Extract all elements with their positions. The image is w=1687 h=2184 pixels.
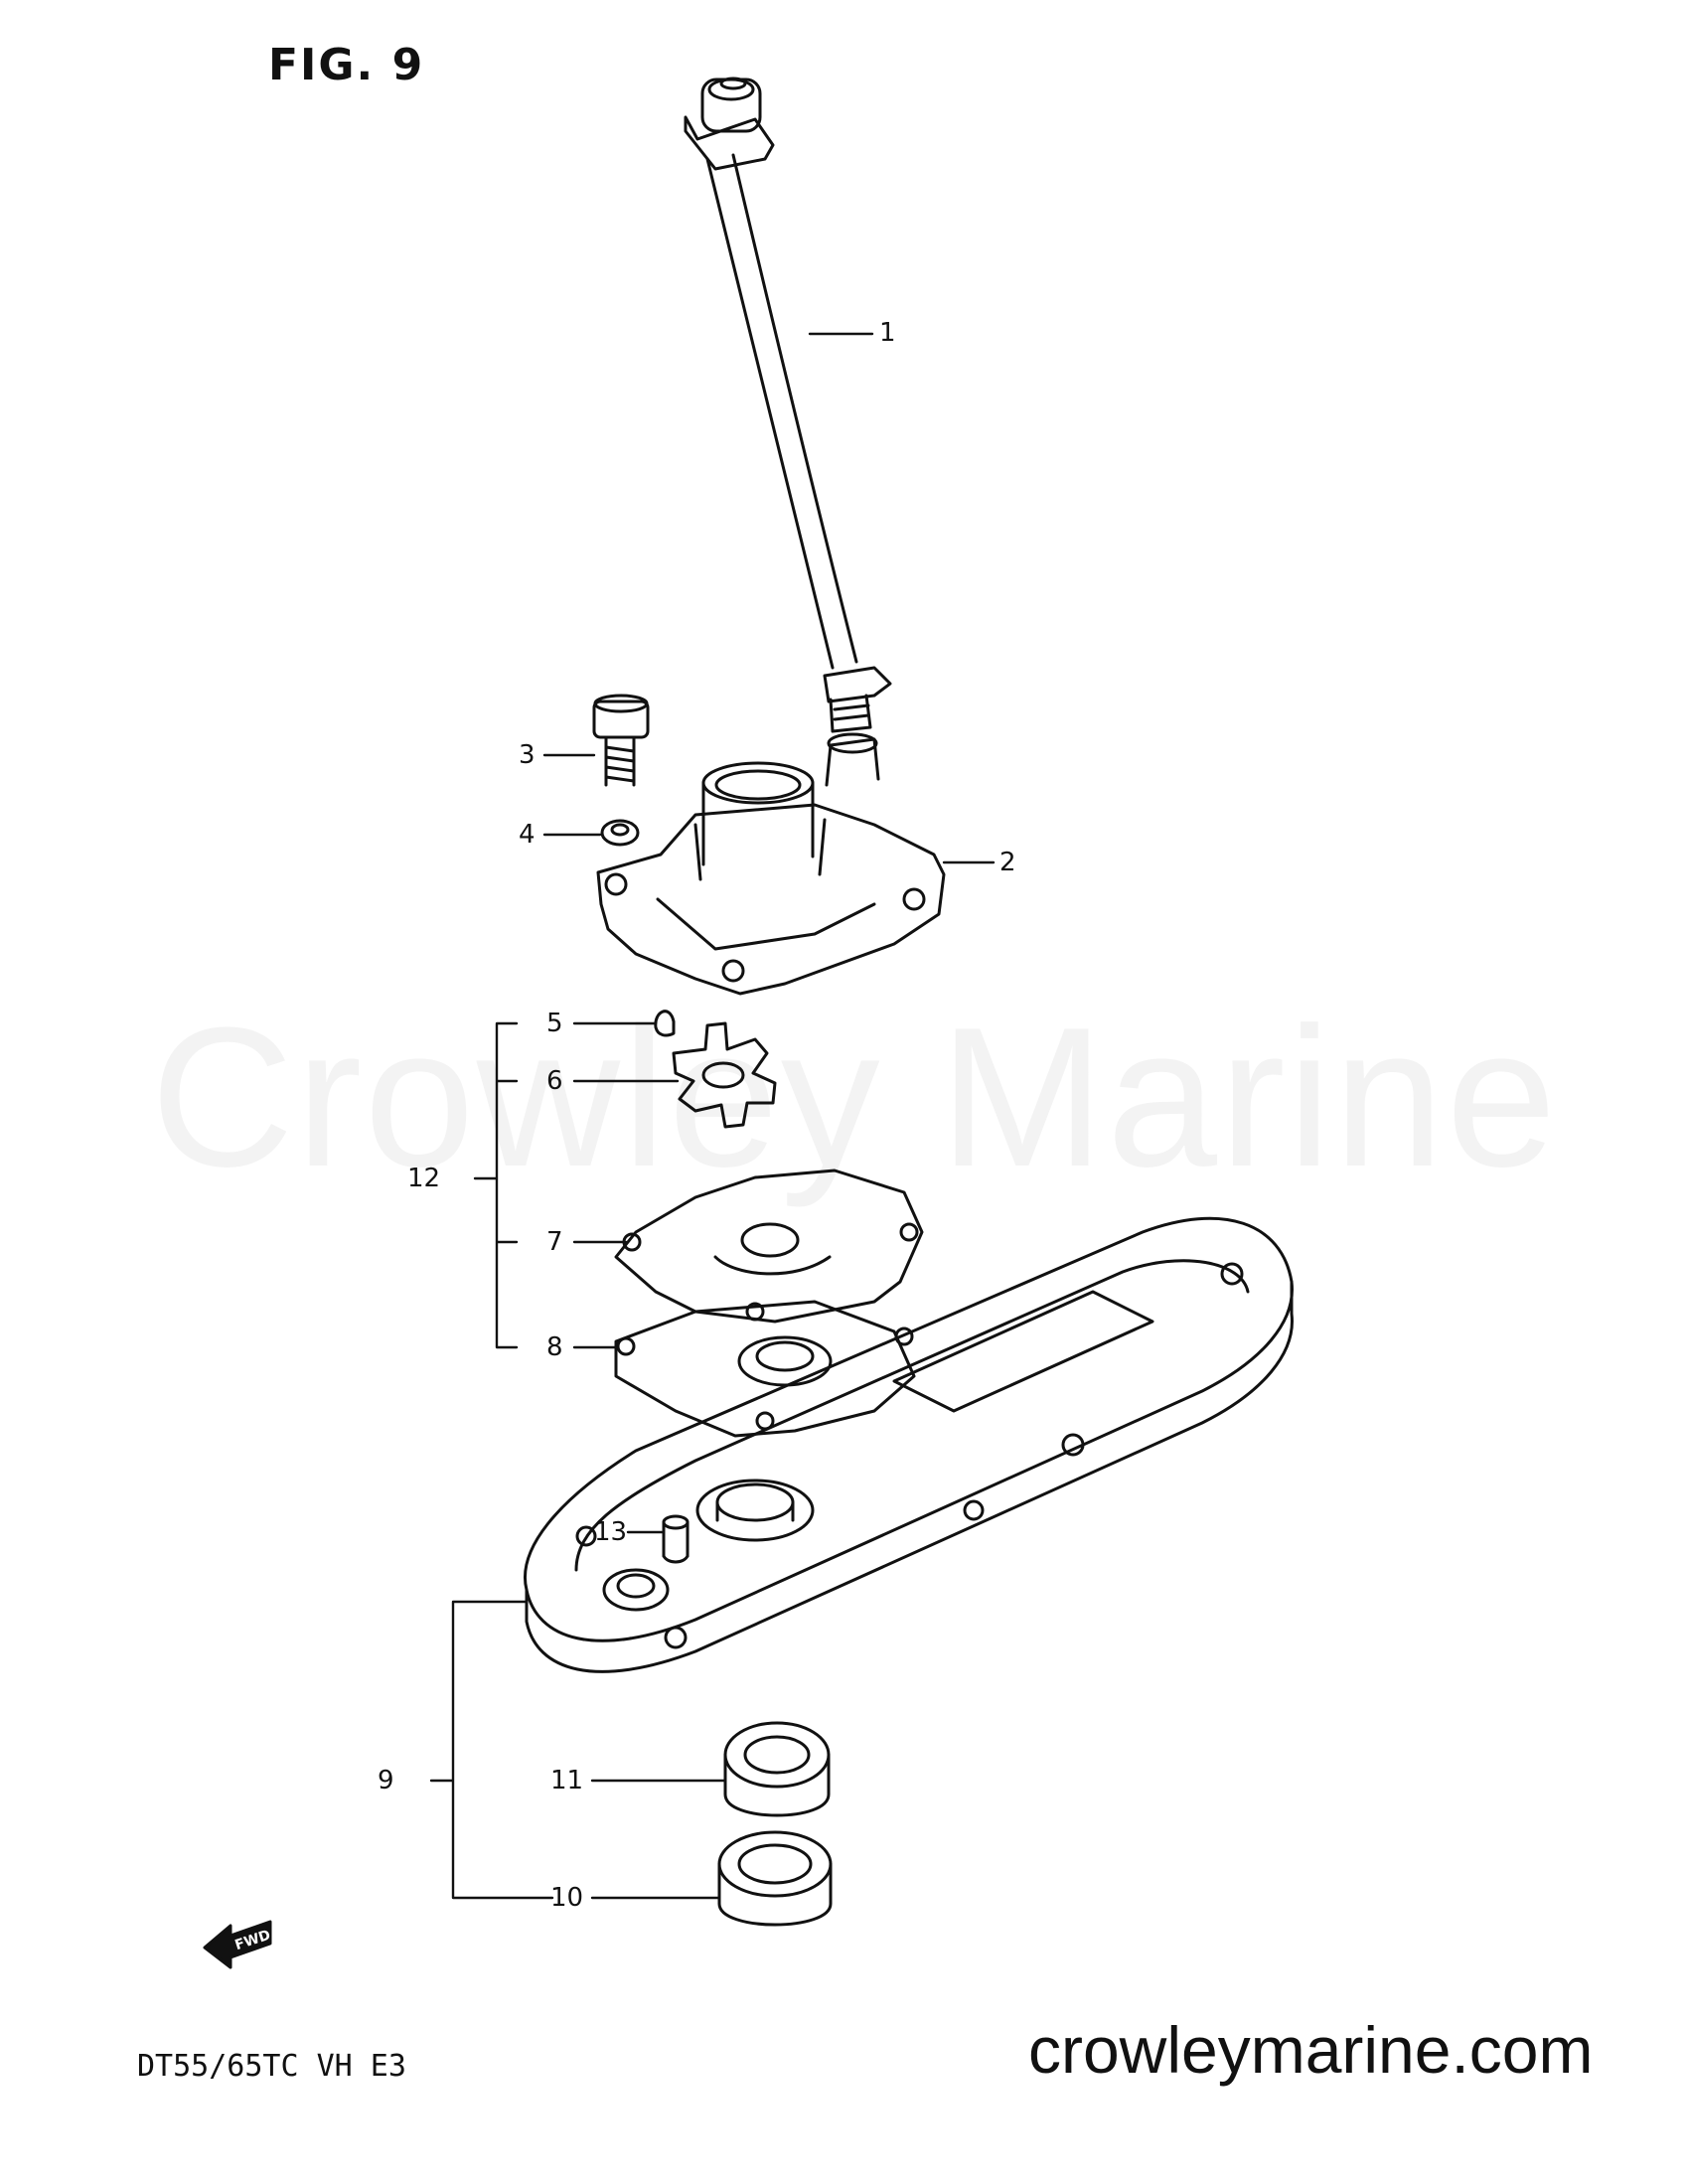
bottom-plate-part bbox=[524, 1216, 1294, 1673]
impeller-part bbox=[672, 1021, 777, 1129]
fwd-label-text: FWD bbox=[233, 1928, 273, 1954]
callout-7: 7 bbox=[546, 1227, 563, 1257]
dowel-pin-part bbox=[662, 1514, 690, 1564]
callout-1: 1 bbox=[879, 318, 896, 348]
callout-8: 8 bbox=[546, 1332, 563, 1362]
callout-3: 3 bbox=[519, 740, 536, 770]
callout-5: 5 bbox=[546, 1009, 563, 1038]
callout-9: 9 bbox=[378, 1766, 394, 1795]
oil-seal-lower-part bbox=[717, 1830, 833, 1927]
callout-12: 12 bbox=[407, 1164, 441, 1193]
upper-gasket-part bbox=[614, 1169, 924, 1324]
watermark-text: Crowley Marine bbox=[149, 984, 1560, 1212]
washer-part bbox=[600, 819, 640, 847]
bracket-12 bbox=[473, 1021, 519, 1349]
callout-6: 6 bbox=[546, 1066, 563, 1096]
model-code: DT55/65TC VH E3 bbox=[137, 2049, 406, 2084]
key-part bbox=[654, 1010, 676, 1037]
callout-2: 2 bbox=[999, 848, 1016, 877]
fwd-label: FWD bbox=[233, 1928, 273, 1954]
pump-case-part bbox=[596, 732, 946, 996]
forward-arrow-icon bbox=[203, 1920, 272, 1969]
callout-4: 4 bbox=[519, 820, 536, 850]
oil-seal-upper-part bbox=[723, 1721, 831, 1817]
bracket-9 bbox=[429, 1600, 554, 1900]
callout-11: 11 bbox=[550, 1766, 584, 1795]
callout-13: 13 bbox=[594, 1517, 628, 1547]
callout-10: 10 bbox=[550, 1883, 584, 1913]
leader-lines bbox=[429, 332, 996, 1900]
bolt-part bbox=[592, 694, 650, 787]
site-url: crowleymarine.com bbox=[1028, 2013, 1594, 2087]
water-tube-part bbox=[684, 77, 892, 733]
figure-title: FIG. 9 bbox=[268, 40, 425, 90]
